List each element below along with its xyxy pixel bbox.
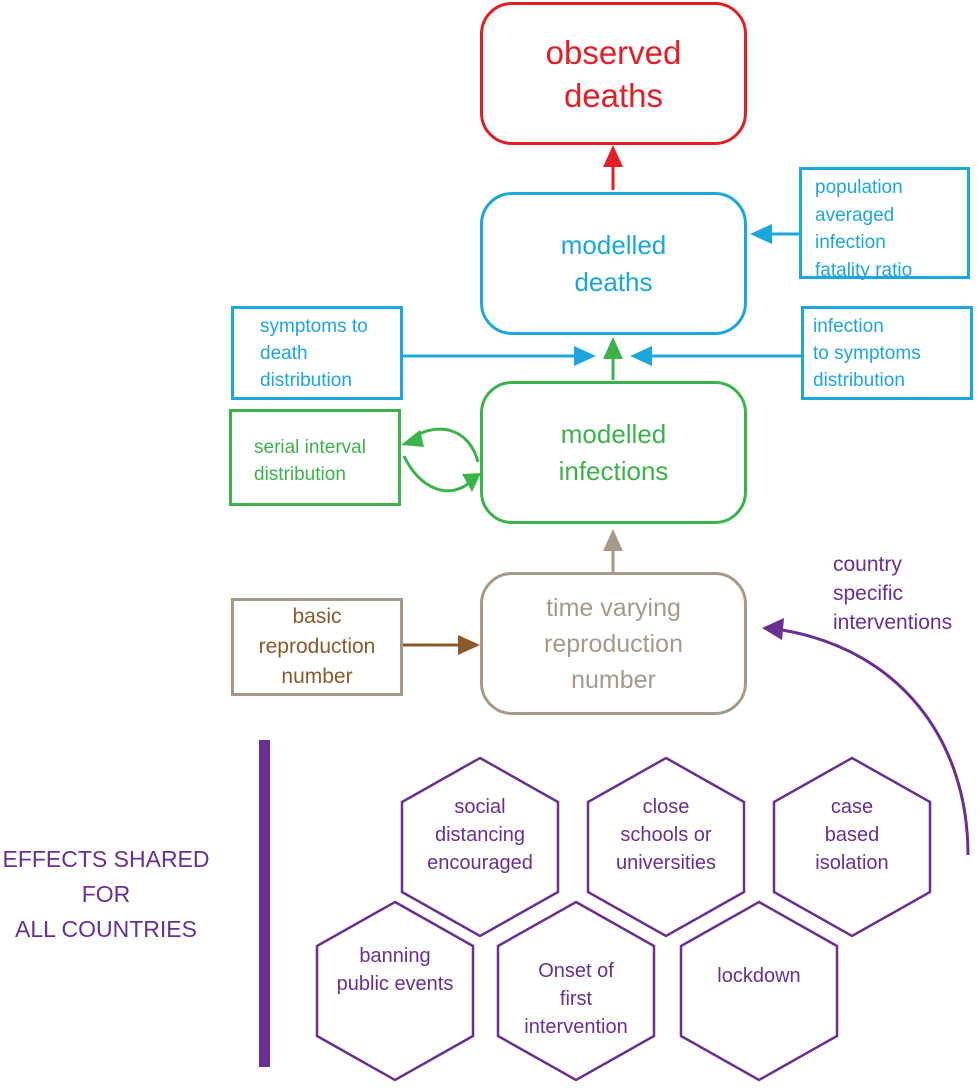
loop-to-infections-head: [462, 473, 481, 492]
modelled-infections-node: modelled infections: [480, 381, 747, 524]
intervention-label-line: lockdown: [717, 965, 801, 987]
arrow-interventions-curve: [781, 628, 970, 856]
symptoms-to-death-line-2: death: [260, 343, 308, 364]
basic-r-line-1: basic: [292, 605, 342, 628]
time-varying-r-line-3: number: [571, 665, 656, 694]
arrow-to-observed-deaths-head: [603, 145, 623, 167]
arrow-interventions-curve-head: [762, 618, 784, 640]
population-ifr-line-2: averaged: [815, 204, 895, 226]
intervention-label-line: based: [824, 824, 880, 846]
shared-effects-bar: [259, 740, 270, 1067]
hexagon-banning-events: [315, 900, 475, 1082]
intervention-label-line: schools or: [620, 824, 712, 846]
intervention-label-line: Onset of: [538, 960, 614, 982]
intervention-label-line: public events: [336, 973, 454, 995]
basic-r-node: basic reproduction number: [231, 598, 403, 696]
intervention-label-line: social: [454, 796, 506, 818]
hexagon-close-schools: [586, 756, 746, 938]
observed-deaths-node: observed deaths: [480, 2, 747, 145]
country-specific-line-2: specific: [833, 582, 904, 605]
intervention-label-line: isolation: [815, 852, 889, 874]
intervention-label-line: first: [559, 988, 593, 1010]
arrow-basic-r-head: [458, 635, 480, 655]
hexagon-lockdown: [679, 900, 839, 1082]
intervention-label-line: distancing: [434, 824, 526, 846]
modelled-deaths-line-2: deaths: [574, 266, 653, 297]
modelled-infections-line-2: infections: [558, 455, 669, 486]
effects-shared-line-1: EFFECTS SHARED: [2, 846, 210, 872]
basic-r-line-3: number: [281, 665, 353, 688]
intervention-label-line: close: [642, 796, 690, 818]
basic-r-line-2: reproduction: [258, 635, 376, 658]
population-ifr-line-1: population: [815, 177, 903, 198]
intervention-label-line: intervention: [524, 1016, 628, 1038]
country-specific-line-3: interventions: [833, 611, 953, 634]
hexagon-social-distancing: [400, 756, 560, 938]
modelled-infections-line-1: modelled: [560, 418, 667, 449]
arrow-r-to-infections-head: [603, 529, 623, 551]
infection-to-symptoms-line-1: infection: [813, 316, 884, 337]
intervention-label-line: banning: [359, 945, 431, 967]
symptoms-to-death-line-1: symptoms to: [260, 316, 368, 337]
observed-deaths-line-1: observed: [545, 33, 682, 71]
modelled-deaths-node: modelled deaths: [480, 192, 747, 335]
infection-to-symptoms-line-2: to symptoms: [813, 343, 921, 364]
arrow-from-symptoms-to-death-head: [574, 346, 596, 366]
hexagon-case-isolation: [772, 756, 932, 938]
hexagon-onset-first: [496, 900, 656, 1082]
observed-deaths-line-2: deaths: [563, 76, 664, 114]
serial-interval-line-1: serial interval: [254, 437, 366, 458]
serial-interval-line-2: distribution: [254, 464, 346, 485]
intervention-label-line: universities: [615, 852, 717, 874]
modelled-deaths-line-1: modelled: [560, 229, 667, 260]
intervention-close-schools: close schools or universities: [588, 790, 744, 880]
loop-to-infections: [402, 455, 472, 493]
symptoms-to-death-line-3: distribution: [260, 370, 352, 391]
country-specific-line-1: country: [833, 553, 902, 576]
intervention-label-line: encouraged: [427, 852, 533, 874]
arrow-from-ifr-head: [750, 224, 772, 244]
intervention-banning-events: banning public events: [317, 942, 473, 998]
effects-shared-label: EFFECTS SHARED FOR ALL COUNTRIES: [0, 842, 212, 947]
intervention-label-line: case: [830, 796, 874, 818]
loop-to-serial-interval-head: [401, 430, 424, 447]
infection-to-symptoms-node: infection to symptoms distribution: [801, 306, 973, 400]
population-ifr-node: population averaged infection fatality r…: [799, 167, 970, 281]
serial-interval-node: serial interval distribution: [229, 409, 401, 506]
arrow-infections-to-deaths-head: [603, 337, 623, 359]
effects-shared-line-2: FOR: [81, 881, 131, 907]
time-varying-r-node: time varying reproduction number: [480, 572, 747, 715]
country-specific-interventions-label: country specific interventions: [833, 550, 977, 645]
infection-to-symptoms-line-3: distribution: [813, 370, 905, 391]
symptoms-to-death-node: symptoms to death distribution: [231, 306, 403, 400]
intervention-social-distancing: social distancing encouraged: [402, 790, 558, 880]
intervention-lockdown: lockdown: [681, 962, 837, 990]
population-ifr-line-3: infection: [815, 232, 886, 253]
effects-shared-line-3: ALL COUNTRIES: [15, 916, 197, 942]
arrow-from-infection-to-symptoms-head: [630, 346, 652, 366]
time-varying-r-line-1: time varying: [546, 593, 681, 622]
intervention-onset-first: Onset of first intervention: [498, 956, 654, 1042]
time-varying-r-line-2: reproduction: [544, 629, 683, 658]
intervention-case-isolation: case based isolation: [774, 790, 930, 880]
population-ifr-line-4: fatality ratio: [815, 259, 913, 281]
